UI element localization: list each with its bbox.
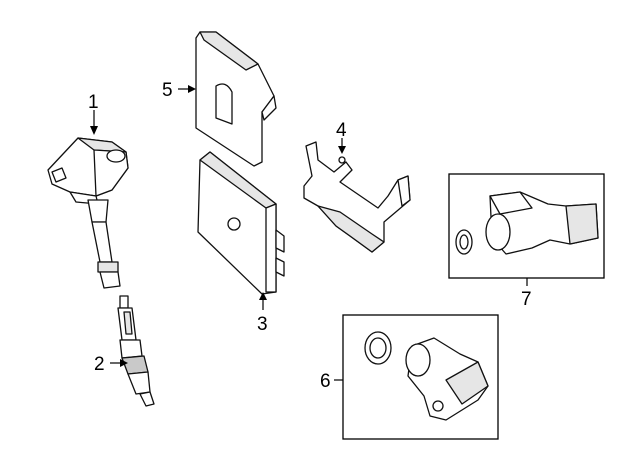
callout-4: 4 bbox=[336, 120, 347, 141]
crankshaft-position-sensor[interactable] bbox=[364, 331, 489, 421]
ecm-cover[interactable] bbox=[195, 31, 277, 167]
callout-3: 3 bbox=[257, 314, 268, 335]
callout-3-leader bbox=[259, 292, 267, 310]
callout-7: 7 bbox=[521, 289, 532, 310]
callout-5-leader bbox=[178, 85, 196, 93]
inset-box-6 bbox=[342, 314, 499, 440]
callout-6: 6 bbox=[320, 371, 331, 392]
callout-5: 5 bbox=[162, 80, 173, 101]
callout-1: 1 bbox=[88, 92, 99, 113]
spark-plug[interactable] bbox=[117, 295, 155, 407]
callout-2-leader bbox=[110, 359, 128, 367]
callout-2: 2 bbox=[94, 354, 105, 375]
callout-4-leader bbox=[338, 138, 346, 154]
ignition-coil[interactable] bbox=[47, 137, 129, 289]
engine-control-module[interactable] bbox=[197, 151, 285, 295]
callout-1-leader bbox=[90, 110, 98, 135]
camshaft-position-sensor[interactable] bbox=[455, 191, 599, 255]
ecm-bracket[interactable] bbox=[303, 141, 411, 253]
